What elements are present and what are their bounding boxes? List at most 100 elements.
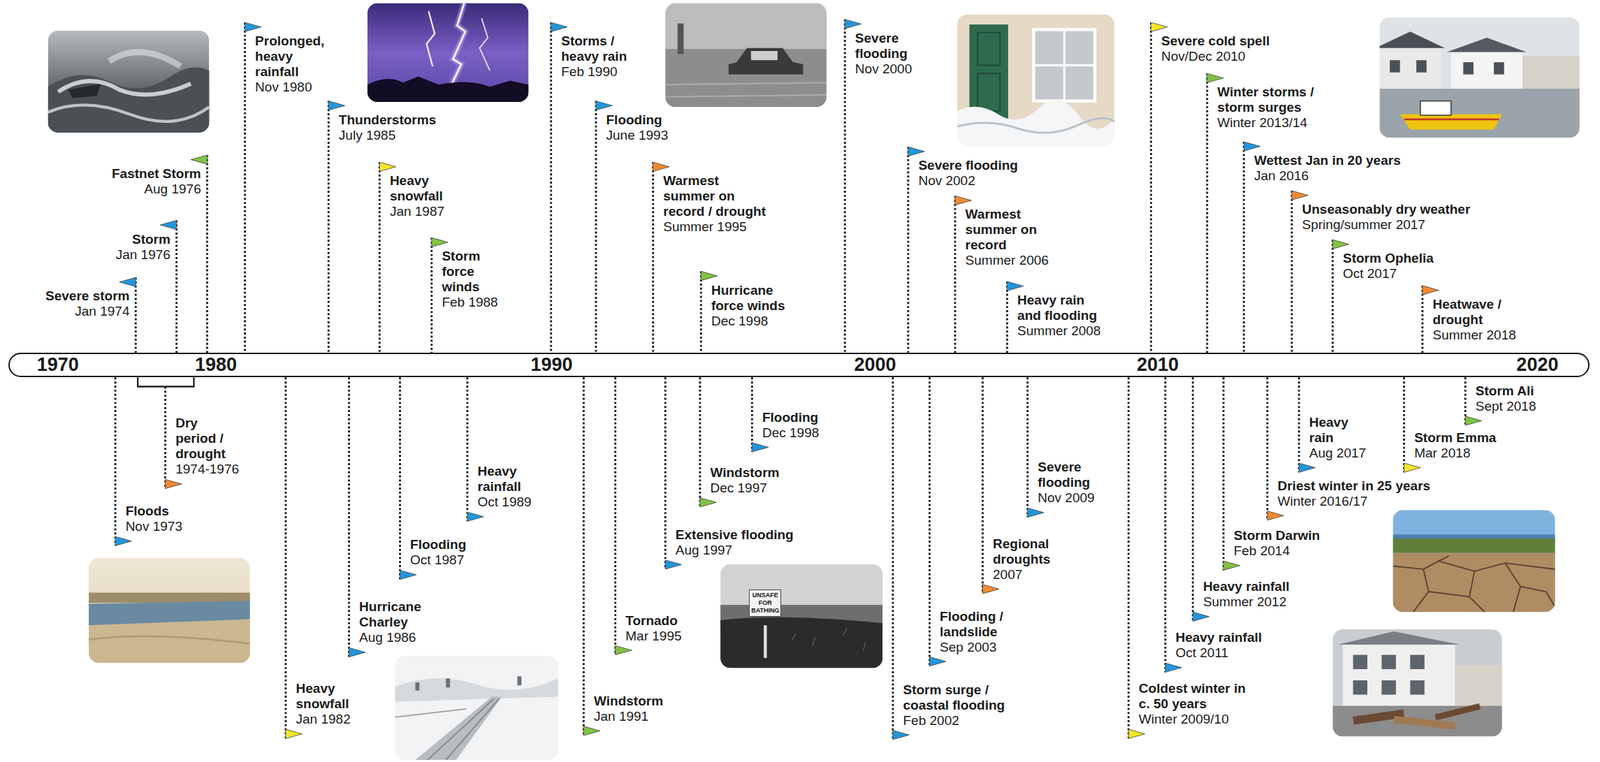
photo-detail — [1379, 88, 1580, 138]
event-title: Storm Ali — [1475, 383, 1539, 399]
photo-detail — [1389, 60, 1401, 73]
event-flag — [653, 162, 670, 172]
event-label: Heatwave / droughtSummer 2018 — [1432, 296, 1519, 344]
leader-line — [164, 387, 167, 490]
event-date: Oct 1987 — [410, 552, 469, 569]
event-title: Coldest winter in c. 50 years — [1138, 681, 1249, 712]
event-label: Hurricane CharleyAug 1986 — [359, 599, 424, 646]
event-date: Summer 2008 — [1017, 323, 1104, 339]
event-flag — [190, 155, 207, 165]
photo-detail — [1381, 655, 1396, 670]
event-flag — [115, 536, 132, 546]
photo-detail — [665, 82, 827, 97]
leader-line — [1164, 377, 1167, 673]
photo-detail — [479, 18, 490, 70]
event-date: 2007 — [992, 567, 1053, 583]
event-flag — [119, 277, 136, 287]
event-date: Nov 2009 — [1037, 490, 1097, 506]
event-date: Dec 1997 — [709, 480, 782, 497]
photo-detail — [791, 628, 865, 652]
event-title: Regional droughts — [992, 536, 1053, 568]
photo-detail — [427, 698, 499, 761]
event-title: Severe flooding — [1037, 459, 1097, 491]
event-label: FloodingOct 1987 — [410, 537, 469, 569]
photo-detail — [1463, 62, 1474, 75]
event-flag — [285, 729, 302, 739]
leader-line — [614, 377, 617, 655]
event-date: Nov 1980 — [255, 79, 327, 96]
event-flag — [929, 657, 946, 667]
leader-line — [134, 277, 137, 353]
photo-detail — [1409, 655, 1424, 670]
photo-detail — [677, 23, 685, 55]
photo-detail — [720, 617, 883, 669]
photo — [720, 564, 883, 669]
event-title: Hurricane force winds — [711, 282, 788, 314]
event-flag — [551, 22, 568, 32]
event-title: Heavy rain and flooding — [1017, 292, 1104, 324]
photo — [665, 2, 827, 107]
leader-line — [1402, 377, 1406, 473]
photo-detail — [665, 2, 827, 107]
event-title: Heavy rainfall — [1203, 579, 1292, 595]
event-date: 1974-1976 — [175, 461, 242, 478]
leader-line — [1298, 377, 1301, 473]
event-flag — [1465, 416, 1482, 426]
event-date: Aug 2017 — [1309, 445, 1369, 462]
event-flag — [1165, 663, 1182, 673]
photo-detail — [415, 696, 502, 761]
photo-detail — [1455, 665, 1503, 706]
photo-detail — [1393, 556, 1556, 613]
photo-detail — [665, 2, 827, 49]
event-flag — [467, 512, 484, 522]
leader-line — [1266, 377, 1269, 520]
event-flag — [1332, 239, 1349, 249]
event-label: Prolonged, heavy rainfallNov 1980 — [255, 33, 327, 96]
event-label: Severe cold spellNov/Dec 2010 — [1161, 33, 1273, 65]
event-date: Summer 2006 — [965, 252, 1052, 269]
event-flag — [1192, 612, 1209, 622]
event-flag — [595, 101, 613, 111]
photo-detail — [426, 11, 435, 67]
event-date: July 1985 — [338, 127, 439, 144]
event-label: FloodingDec 1998 — [762, 410, 822, 441]
year-label: 1970 — [37, 354, 79, 376]
photo-detail — [415, 682, 420, 692]
photo-detail — [1393, 716, 1456, 730]
photo — [1379, 17, 1580, 138]
event-title: Severe cold spell — [1161, 33, 1273, 49]
event-title: Storm Emma — [1414, 430, 1499, 446]
photo-detail — [449, 2, 466, 90]
event-label: Extensive floodingAug 1997 — [675, 527, 796, 559]
event-title: Severe flooding — [918, 157, 1021, 174]
photo-detail — [88, 636, 251, 645]
event-date: Summer 2012 — [1203, 594, 1292, 610]
sign-text: UNSAFE FOR BATHING — [748, 589, 782, 617]
event-label: Storm surge / coastal floodingFeb 2002 — [903, 682, 1008, 729]
event-label: Severe floodingNov 2009 — [1037, 459, 1097, 506]
event-title: Heavy rainfall — [1175, 630, 1264, 646]
event-label: WindstormDec 1997 — [709, 465, 782, 497]
leader-line — [651, 162, 654, 353]
photo-detail — [48, 104, 210, 121]
event-label: Hurricane force windsDec 1998 — [711, 282, 788, 330]
event-title: Flooding — [410, 537, 469, 553]
event-label: FloodingJune 1993 — [606, 112, 671, 144]
leader-line — [1242, 141, 1246, 353]
photo-detail — [449, 2, 466, 90]
photo — [48, 30, 210, 133]
leader-line — [347, 377, 351, 657]
event-label: Severe floodingNov 2000 — [855, 30, 915, 77]
leader-line — [378, 162, 381, 353]
leader-line — [284, 377, 287, 739]
event-title: Windstorm — [709, 465, 782, 481]
event-title: Fastnet Storm — [109, 166, 202, 182]
event-date: Nov/Dec 2010 — [1161, 48, 1273, 65]
event-label: StormJan 1976 — [113, 231, 171, 263]
event-flag — [1128, 729, 1145, 739]
photo-detail — [1393, 553, 1556, 613]
photo-detail — [1522, 55, 1580, 91]
event-date: Spring/summer 2017 — [1302, 217, 1473, 233]
